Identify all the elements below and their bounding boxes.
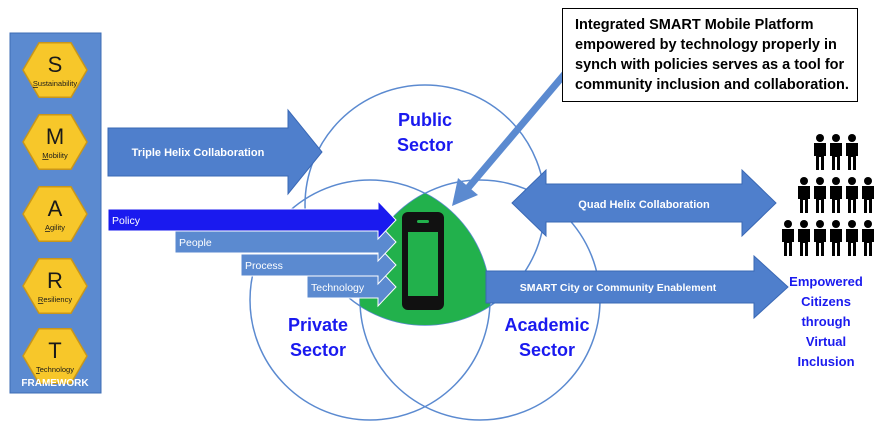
hexagon-letter: A xyxy=(48,196,63,221)
callout-line-4: community inclusion and collaboration. xyxy=(575,77,849,93)
citizens-line-2: Citizens xyxy=(801,294,851,309)
public-sector-label-line1: Public xyxy=(398,110,452,130)
citizens-line-1: Empowered xyxy=(789,274,863,289)
person-icon xyxy=(846,220,858,256)
citizens-line-5: Inclusion xyxy=(797,354,854,369)
person-icon xyxy=(798,220,810,256)
callout-line-2: empowered by technology properly in xyxy=(575,37,837,53)
hexagon-letter: T xyxy=(48,338,61,363)
hexagon-mobility xyxy=(22,114,88,170)
person-icon xyxy=(798,177,810,213)
person-icon xyxy=(814,134,826,170)
hexagon-word: Resiliency xyxy=(38,295,72,304)
smartphone-icon xyxy=(402,212,444,310)
person-icon xyxy=(814,220,826,256)
hexagon-sustainability xyxy=(22,42,88,98)
smart-city-arrow xyxy=(485,254,789,320)
academic-sector-label-line1: Academic xyxy=(504,315,589,335)
person-icon xyxy=(830,134,842,170)
hexagon-letter: M xyxy=(46,124,64,149)
citizens-line-3: through xyxy=(801,314,850,329)
quad-helix-arrow xyxy=(511,168,777,238)
callout-box: Integrated SMART Mobile Platform empower… xyxy=(562,8,858,102)
framework-label: FRAMEWORK xyxy=(21,378,89,389)
callout-line-1: Integrated SMART Mobile Platform xyxy=(575,17,814,33)
person-icon xyxy=(830,220,842,256)
hexagon-word: Mobility xyxy=(42,151,68,160)
person-icon xyxy=(782,220,794,256)
input-label-technology: Technology xyxy=(311,282,365,294)
input-label-people: People xyxy=(179,237,212,249)
input-label-process: Process xyxy=(245,260,283,272)
private-sector-label-line2: Sector xyxy=(290,340,346,360)
citizens-line-4: Virtual xyxy=(806,334,846,349)
hexagon-technology xyxy=(22,328,88,384)
callout-pointer-arrow xyxy=(452,67,571,206)
person-icon xyxy=(846,177,858,213)
hexagon-word: Technology xyxy=(36,365,74,374)
hexagon-letter: R xyxy=(47,268,63,293)
hexagon-word: Agility xyxy=(45,223,65,232)
triple-helix-arrow xyxy=(107,108,323,196)
hexagon-word: Sustainability xyxy=(33,79,77,88)
private-sector-label-line1: Private xyxy=(288,315,348,335)
input-label-policy: Policy xyxy=(112,215,141,227)
empowered-citizens-text: Empowered Citizens through Virtual Inclu… xyxy=(789,274,863,369)
callout-line-3: synch with policies serves as a tool for xyxy=(575,57,845,73)
public-sector-label-line2: Sector xyxy=(397,135,453,155)
person-icon xyxy=(814,177,826,213)
person-icon xyxy=(862,177,874,213)
smart-city-label: SMART City or Community Enablement xyxy=(520,282,717,294)
people-crowd-icon xyxy=(782,134,874,256)
hexagon-agility xyxy=(22,186,88,242)
academic-sector-label-line2: Sector xyxy=(519,340,575,360)
triple-helix-label: Triple Helix Collaboration xyxy=(132,147,265,159)
quad-helix-label: Quad Helix Collaboration xyxy=(578,199,710,211)
hexagon-resiliency xyxy=(22,258,88,314)
input-arrow-policy xyxy=(107,199,397,241)
person-icon xyxy=(830,177,842,213)
person-icon xyxy=(862,220,874,256)
person-icon xyxy=(846,134,858,170)
hexagon-letter: S xyxy=(48,52,63,77)
